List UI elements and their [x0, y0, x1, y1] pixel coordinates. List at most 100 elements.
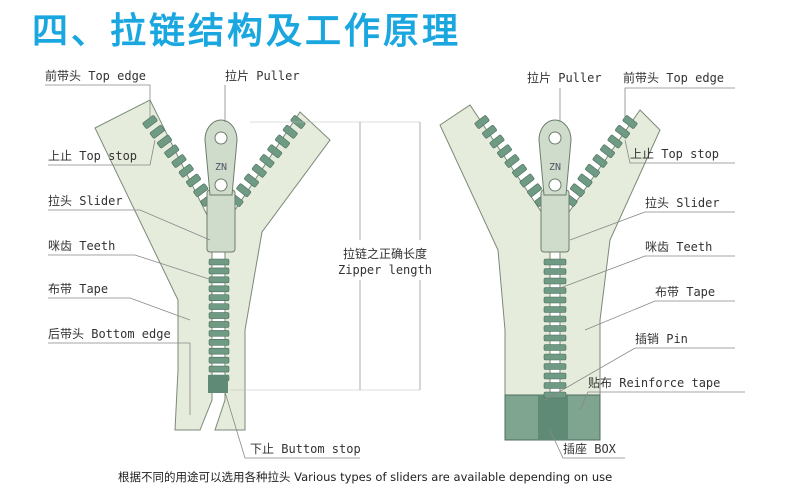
- zipper-tooth: [577, 173, 593, 188]
- zipper-tooth: [208, 258, 230, 266]
- zipper-tooth: [519, 173, 535, 188]
- zipper-tooth: [504, 154, 520, 168]
- left-zipper-teeth-left-arm: [142, 115, 216, 207]
- zipper-tooth: [208, 365, 230, 373]
- left-puller-hole: [214, 131, 228, 145]
- label-tape-left: 布带 Tape: [48, 282, 108, 296]
- zipper-tooth: [208, 321, 230, 328]
- zipper-tooth: [244, 173, 259, 188]
- zipper-tooth: [585, 164, 600, 178]
- zipper-tooth: [178, 164, 194, 178]
- page-title: 四、拉链结构及工作原理: [32, 11, 462, 52]
- label-top-stop-right: 上止 Top stop: [630, 147, 719, 161]
- right-puller: [538, 119, 572, 196]
- zipper-tooth: [164, 144, 180, 158]
- zipper-tooth: [208, 356, 230, 364]
- zipper-tooth: [208, 347, 230, 355]
- zipper-tooth: [543, 315, 567, 323]
- zipper-tooth: [600, 144, 615, 158]
- zipper-tooth: [482, 125, 497, 139]
- label-puller-right: 拉片 Puller: [527, 70, 602, 85]
- label-bottom-edge-left: 后带头 Bottom edge: [48, 327, 171, 341]
- zipper-tooth: [236, 183, 252, 198]
- zipper-tooth: [543, 296, 567, 304]
- zipper-tooth: [208, 330, 230, 337]
- label-pin: 插销 Pin: [635, 332, 688, 346]
- zipper-tooth: [543, 363, 567, 370]
- zipper-tooth: [543, 344, 567, 351]
- left-labels: 前带头 Top edge 拉片 Puller 上止 Top stop 拉头 Sl…: [45, 68, 361, 459]
- zipper-tooth: [208, 339, 230, 346]
- zipper-tooth: [171, 154, 187, 168]
- right-puller-ring: [548, 178, 562, 192]
- zipper-tooth: [208, 294, 230, 301]
- right-slider: [540, 189, 570, 253]
- zipper-tooth: [543, 268, 567, 275]
- zipper-tooth: [142, 115, 158, 129]
- zipper-tooth: [570, 183, 585, 197]
- zipper-tooth: [592, 154, 608, 168]
- label-bottom-stop: 下止 Buttom stop: [250, 442, 361, 456]
- zipper-tooth: [607, 134, 623, 149]
- caption: 根据不同的用途可以选用各种拉头 Various types of sliders…: [118, 470, 612, 484]
- zipper-tooth: [149, 125, 165, 139]
- zipper-tooth: [512, 164, 527, 178]
- right-labels: 拉片 Puller 前带头 Top edge 上止 Top stop 拉头 Sl…: [527, 70, 745, 459]
- right-zipper-teeth-closed: [543, 258, 567, 399]
- zipper-tooth: [267, 144, 283, 159]
- label-box: 插座 BOX: [563, 441, 617, 456]
- left-slider: [206, 189, 236, 253]
- zipper-tooth: [193, 183, 209, 197]
- zipper-tooth: [186, 173, 201, 188]
- left-bottom-stop: [208, 375, 228, 393]
- zipper-tooth: [208, 303, 230, 310]
- right-zipper-teeth-right-arm: [562, 115, 638, 207]
- label-puller-left: 拉片 Puller: [225, 68, 300, 83]
- zipper-tooth: [275, 134, 290, 149]
- label-teeth-right: 咪齿 Teeth: [645, 240, 712, 254]
- zipper-length-marker: 拉链之正确长度 Zipper length: [230, 121, 440, 391]
- zipper-tooth: [259, 154, 275, 168]
- left-zipper: ZN: [94, 99, 331, 431]
- left-puller-mark: ZN: [215, 162, 227, 173]
- label-teeth-left: 咪齿 Teeth: [48, 239, 115, 253]
- zipper-tooth: [208, 285, 230, 293]
- zipper-length-en: Zipper length: [338, 263, 432, 277]
- label-slider-left: 拉头 Slider: [48, 193, 123, 208]
- zipper-tooth: [622, 115, 638, 129]
- zipper-tooth: [208, 312, 230, 319]
- zipper-tooth: [543, 353, 567, 361]
- right-zipper: ZN: [439, 104, 661, 441]
- left-zipper-teeth-right-arm: [228, 115, 306, 207]
- zipper-tooth: [543, 325, 567, 332]
- zipper-tooth: [474, 115, 490, 129]
- right-puller-hole: [548, 131, 562, 145]
- zipper-tooth: [543, 277, 567, 285]
- zipper-tooth: [543, 382, 567, 389]
- right-zipper-tape-left: [439, 104, 551, 396]
- label-top-stop-left: 上止 Top stop: [48, 149, 137, 163]
- zipper-tooth: [208, 267, 230, 275]
- zipper-tooth: [615, 125, 630, 139]
- left-zipper-tape: [94, 99, 213, 431]
- right-puller-mark: ZN: [549, 162, 561, 173]
- zipper-tooth: [489, 134, 505, 149]
- zipper-tooth: [543, 258, 567, 266]
- left-puller-ring: [214, 178, 228, 192]
- zipper-tooth: [208, 276, 230, 284]
- label-top-edge-left: 前带头 Top edge: [45, 68, 146, 83]
- label-tape-right: 布带 Tape: [655, 285, 715, 299]
- zipper-tooth: [543, 334, 567, 342]
- zipper-tooth: [497, 144, 512, 158]
- zipper-length-cn: 拉链之正确长度: [343, 246, 427, 261]
- zipper-tooth: [251, 163, 267, 178]
- label-slider-right: 拉头 Slider: [645, 195, 720, 210]
- label-reinforce-tape: 贴布 Reinforce tape: [588, 376, 720, 390]
- left-zipper-tape-right: [214, 111, 331, 431]
- zipper-tooth: [543, 287, 567, 294]
- zipper-tooth: [527, 183, 542, 197]
- zipper-tooth: [543, 372, 567, 380]
- zipper-tooth: [543, 391, 567, 399]
- zipper-tooth: [157, 134, 172, 149]
